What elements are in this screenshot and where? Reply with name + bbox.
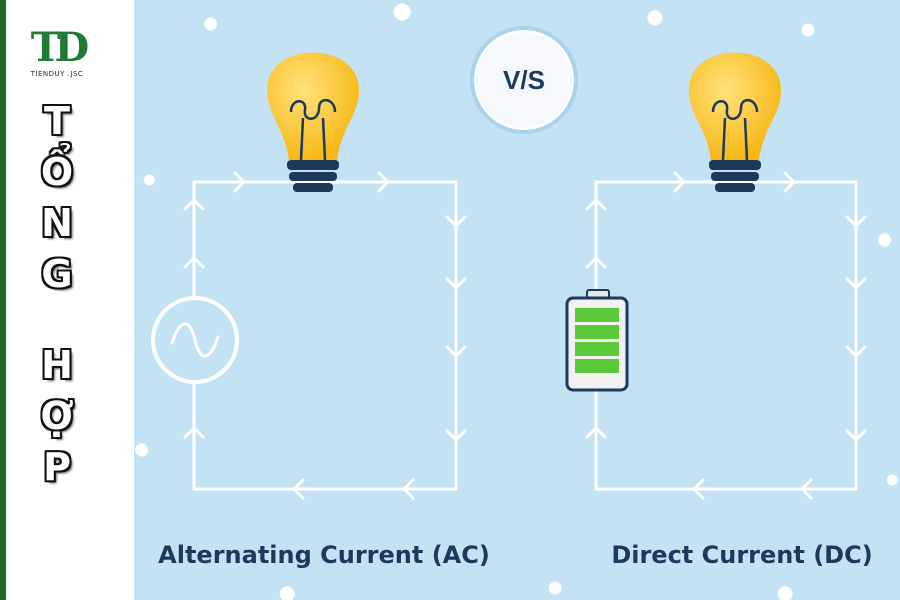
vs-label: V/S <box>503 65 545 95</box>
direction-arrow-icon <box>845 429 867 442</box>
direction-arrow-icon <box>585 256 607 269</box>
battery-icon <box>565 289 629 392</box>
direction-arrow-icon <box>292 478 305 500</box>
title-letter: Ổ <box>40 150 74 194</box>
direction-arrow-icon <box>377 171 390 193</box>
title-letter: H <box>41 343 73 387</box>
vs-badge: V/S <box>470 26 578 134</box>
circuit-diagram: V/S Alternating Current (AC) Direct Curr… <box>151 26 873 569</box>
direction-arrow-icon <box>402 478 415 500</box>
dc-circuit <box>594 180 858 491</box>
title-letter: G <box>41 252 73 296</box>
direction-arrow-icon <box>845 345 867 358</box>
logo-subtitle: TIENDUY .JSC <box>30 70 84 78</box>
direction-arrow-icon <box>445 277 467 290</box>
ac-source-icon <box>151 296 239 384</box>
direction-arrow-icon <box>183 198 205 211</box>
title-letter: Ợ <box>40 394 74 438</box>
direction-arrow-icon <box>445 429 467 442</box>
dc-label: Direct Current (DC) <box>611 541 872 569</box>
direction-arrow-icon <box>183 426 205 439</box>
title-letter: N <box>41 201 73 245</box>
brand-logo: TD TIENDUY .JSC <box>22 28 92 84</box>
direction-arrow-icon <box>673 171 686 193</box>
sidebar: TD TIENDUY .JSC T Ổ N G H Ợ P <box>0 0 112 600</box>
light-bulb-icon <box>689 52 781 192</box>
diagram-panel: V/S Alternating Current (AC) Direct Curr… <box>134 0 900 600</box>
direction-arrow-icon <box>845 277 867 290</box>
direction-arrow-icon <box>585 198 607 211</box>
ac-label: Alternating Current (AC) <box>158 541 490 569</box>
direction-arrow-icon <box>845 215 867 228</box>
title-letter: T <box>44 99 70 143</box>
direction-arrow-icon <box>585 426 607 439</box>
direction-arrow-icon <box>445 345 467 358</box>
sidebar-stripe <box>0 0 6 600</box>
direction-arrow-icon <box>783 171 796 193</box>
direction-arrows <box>183 171 867 500</box>
direction-arrow-icon <box>183 256 205 269</box>
vertical-title: T Ổ N G H Ợ P <box>22 96 92 493</box>
direction-arrow-icon <box>233 171 246 193</box>
direction-arrow-icon <box>692 478 705 500</box>
direction-arrow-icon <box>800 478 813 500</box>
light-bulb-icon <box>267 52 359 192</box>
logo-mark: TD <box>30 24 89 71</box>
dc-wire-loop <box>594 180 858 491</box>
direction-arrow-icon <box>445 215 467 228</box>
title-letter: P <box>43 445 71 489</box>
